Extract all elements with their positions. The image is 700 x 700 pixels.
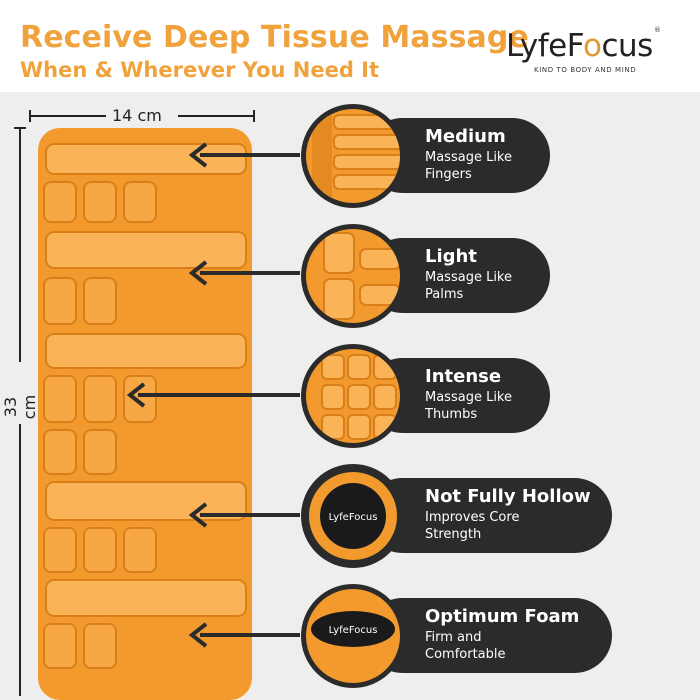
height-label: 33 cm (1, 394, 39, 420)
callout-not-fully-hollow: Not Fully Hollow Improves Core Strength (365, 478, 612, 553)
callout-subtitle: Massage Like Fingers (425, 150, 512, 182)
callout-title: Optimum Foam (425, 606, 580, 627)
callout-title: Intense (425, 366, 502, 387)
callout-optimum-foam: Optimum Foam Firm and Comfortable (365, 598, 612, 673)
headline-primary: Receive Deep Tissue Massage (20, 20, 529, 55)
mini-logo: LyfeFocus (329, 625, 378, 636)
zoom-intense-texture (301, 344, 405, 448)
arrow-intense (126, 382, 300, 408)
callout-title: Not Fully Hollow (425, 486, 591, 507)
width-label: 14 cm (112, 106, 162, 125)
registered-mark: ® (654, 26, 661, 34)
foam-roller-image (38, 128, 252, 700)
callout-title: Medium (425, 126, 506, 147)
arrow-light (188, 260, 300, 286)
arrow-hollow (188, 502, 300, 528)
mini-logo: LyfeFocus (329, 512, 378, 523)
height-dimension-line (14, 127, 26, 696)
arrow-foam (188, 622, 300, 648)
brand-logo: LyfeFocus KIND TO BODY AND MIND ® (506, 26, 676, 82)
callout-title: Light (425, 246, 477, 267)
zoom-medium-texture (301, 104, 405, 208)
callout-subtitle: Massage Like Palms (425, 270, 512, 302)
arrow-medium (188, 142, 300, 168)
logo-wordmark: LyfeFocus (506, 28, 653, 64)
zoom-core-end: LyfeFocus (301, 464, 405, 568)
zoom-foam-end: LyfeFocus (301, 584, 405, 688)
logo-tagline: KIND TO BODY AND MIND (534, 66, 637, 74)
callout-subtitle: Improves Core Strength (425, 510, 520, 542)
width-dimension-line (29, 110, 255, 122)
headline-secondary: When & Wherever You Need It (20, 58, 380, 82)
zoom-light-texture (301, 224, 405, 328)
header: Receive Deep Tissue Massage When & Where… (0, 0, 700, 92)
callout-subtitle: Massage Like Thumbs (425, 390, 512, 422)
callout-subtitle: Firm and Comfortable (425, 630, 506, 662)
